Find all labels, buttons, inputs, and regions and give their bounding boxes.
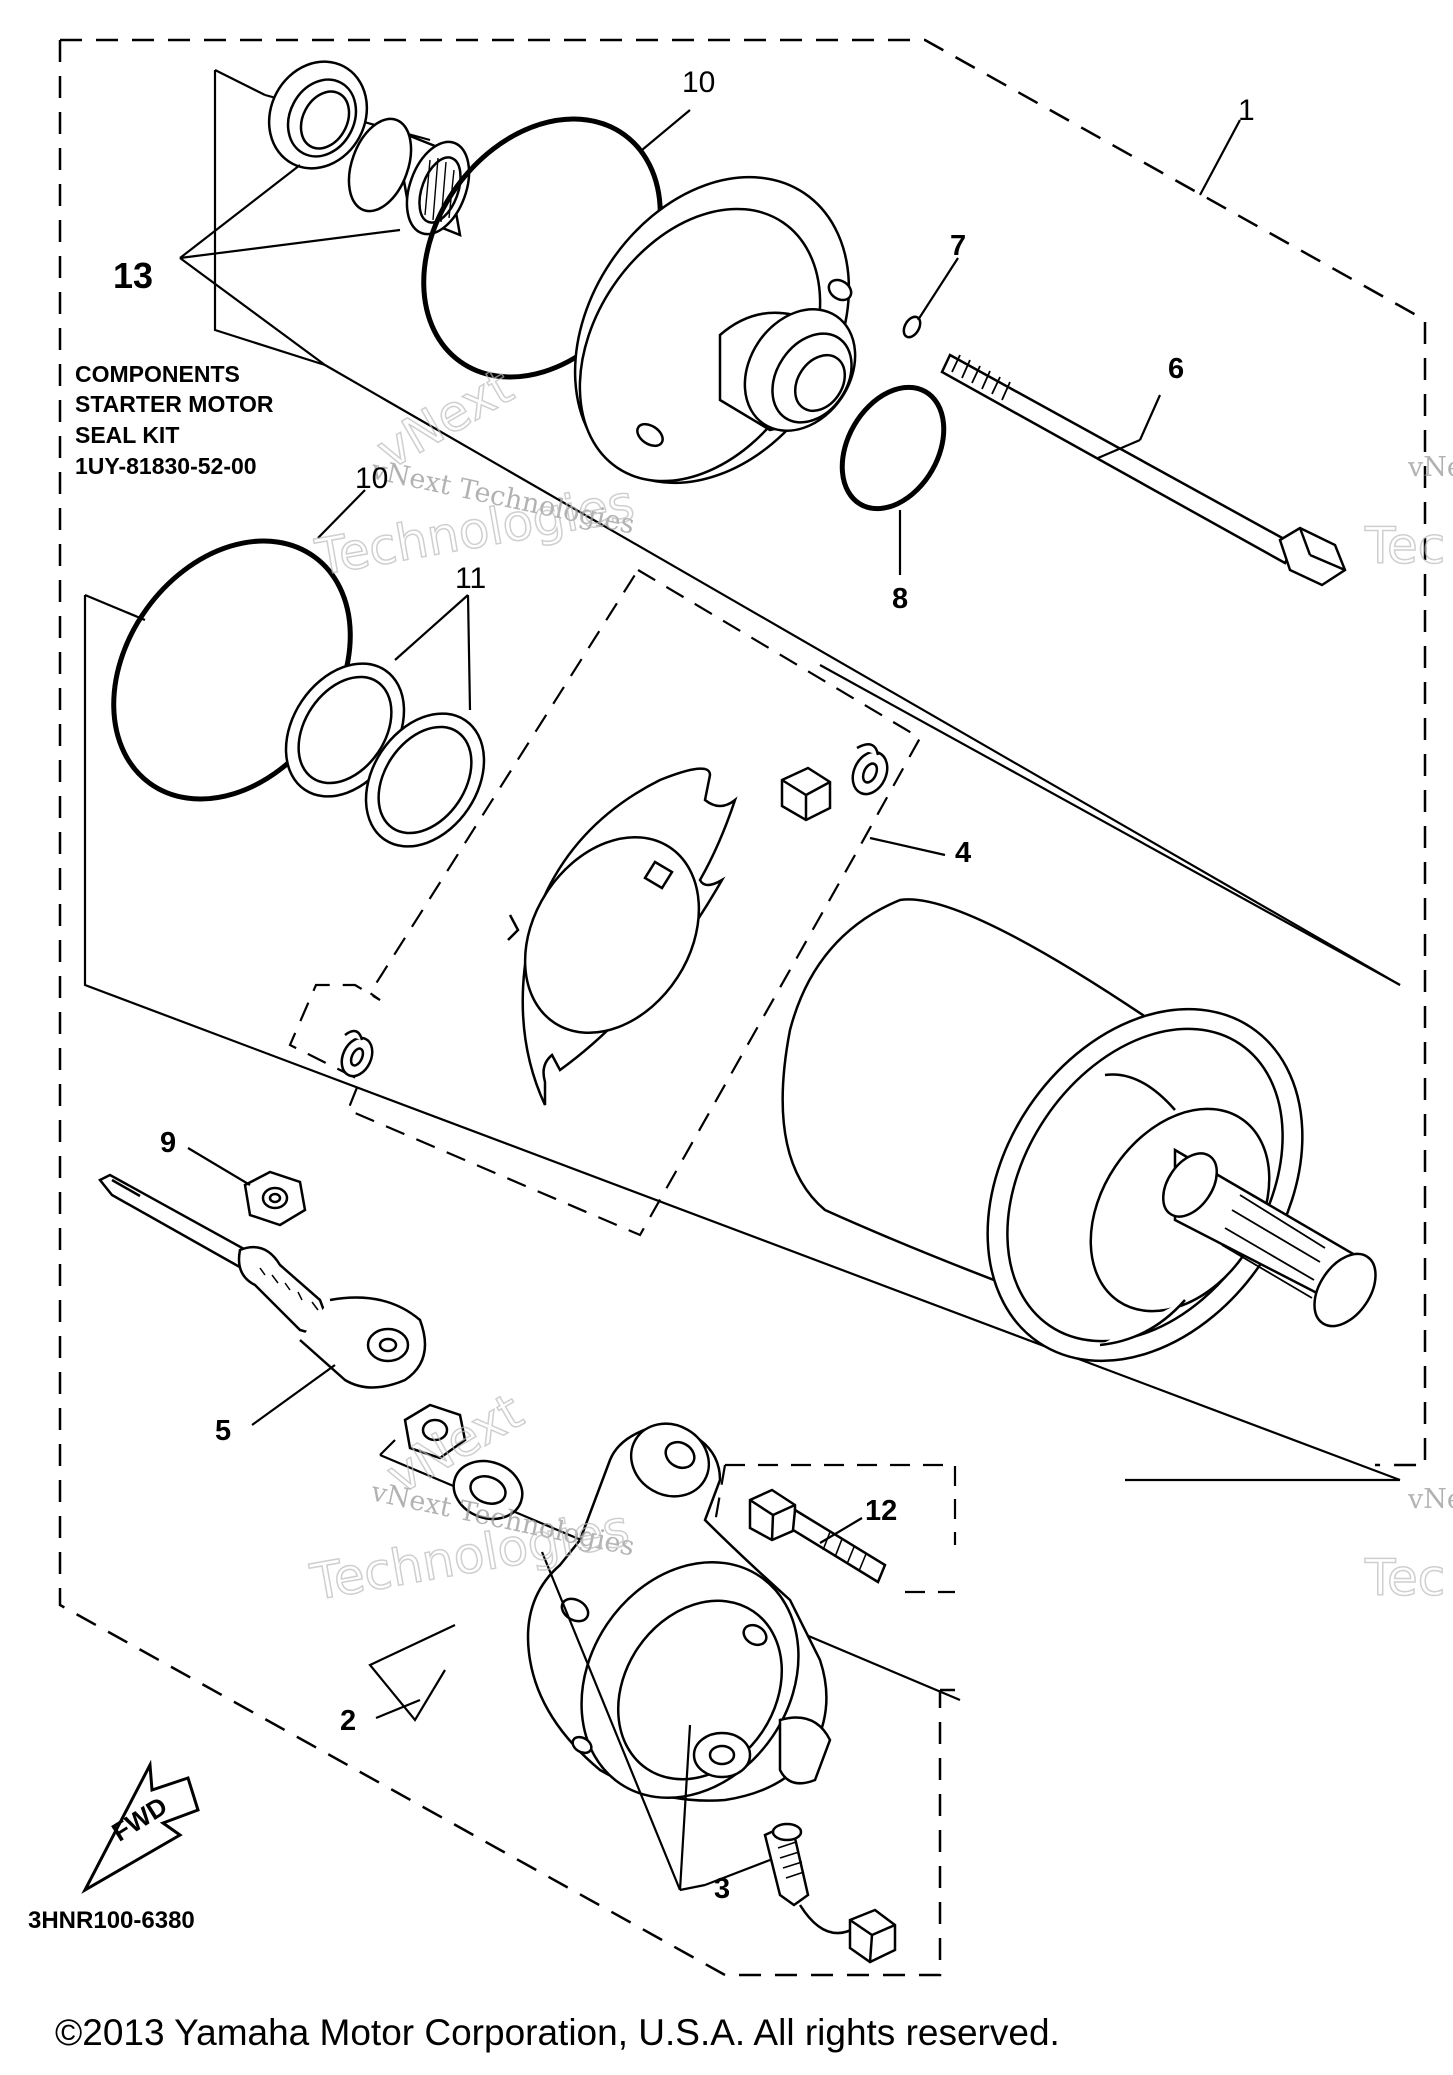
brush-holder-boundary-4 — [288, 569, 922, 1237]
watermark-text: vNe — [1407, 1484, 1453, 1515]
components-note-line: STARTER MOTOR — [75, 391, 274, 417]
bolt-12 — [748, 1488, 887, 1584]
washers-11 — [284, 662, 486, 848]
leader-lines — [179, 109, 1241, 1892]
yoke-armature — [781, 898, 1377, 1363]
callout-1: 1 — [1238, 94, 1255, 127]
o-ring-7 — [902, 315, 922, 339]
brush-plate-4 — [507, 767, 738, 1106]
through-bolt-6 — [940, 353, 1347, 587]
brush-parts-4 — [340, 743, 889, 1078]
watermark-text: vNext — [367, 357, 523, 480]
callout-6: 6 — [1168, 353, 1184, 385]
terminal-nuts — [403, 1403, 524, 1521]
fwd-arrow-icon: FWD — [81, 1759, 200, 1894]
bolt-boundary-12 — [710, 1463, 957, 1594]
copyright-notice: ©2013 Yamaha Motor Corporation, U.S.A. A… — [55, 2012, 1060, 2053]
components-note-line: SEAL KIT — [75, 422, 179, 448]
oil-seal-13 — [267, 60, 369, 170]
watermark-text: Tec — [1364, 1549, 1445, 1607]
callout-4: 4 — [955, 837, 971, 869]
callout-9: 9 — [160, 1127, 176, 1159]
callout-10-lower: 10 — [355, 462, 388, 495]
callout-labels: 1 10 13 7 6 8 10 11 4 9 5 12 2 3 — [113, 66, 1255, 1905]
callout-10-upper: 10 — [682, 66, 715, 99]
watermark-text: vNe — [1407, 452, 1453, 483]
callout-12: 12 — [865, 1495, 897, 1527]
rear-cover-2 — [526, 1422, 832, 1802]
components-note-line: 1UY-81830-52-00 — [75, 453, 257, 479]
watermark-text: Tec — [1364, 517, 1445, 575]
components-note-line: COMPONENTS — [75, 361, 240, 387]
assembly-boundary-1 — [58, 38, 1427, 1977]
nut-9 — [243, 1170, 307, 1227]
lead-wire-5 — [98, 1173, 427, 1389]
callout-5: 5 — [215, 1415, 231, 1447]
callout-2: 2 — [340, 1705, 356, 1737]
callout-7: 7 — [950, 230, 966, 262]
front-cover — [573, 175, 857, 485]
components-note: COMPONENTS STARTER MOTOR SEAL KIT 1UY-81… — [75, 361, 274, 479]
callout-13: 13 — [113, 255, 153, 296]
o-ring-8 — [839, 384, 947, 512]
callout-3: 3 — [714, 1873, 730, 1905]
callout-11: 11 — [455, 562, 486, 595]
brush-3 — [763, 1822, 897, 1964]
drawing-code: 3HNR100-6380 — [28, 1907, 195, 1934]
callout-8: 8 — [892, 583, 908, 615]
